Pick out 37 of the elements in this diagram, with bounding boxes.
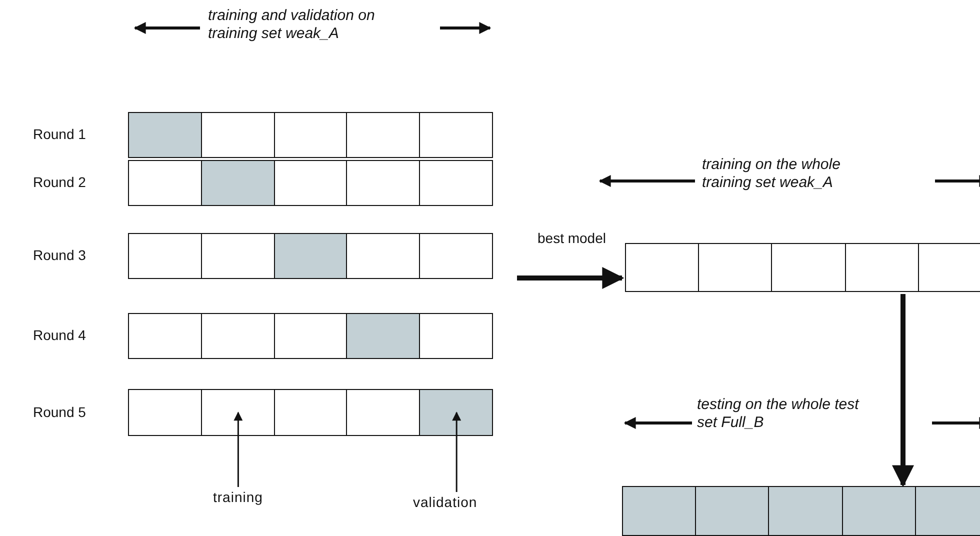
fold-bar [128,112,493,158]
validation-fold-cell [768,487,842,535]
validation-fold-cell [914,487,980,535]
validation-fold-cell [842,487,915,535]
fold-cell [274,113,346,157]
fold-cell [698,244,772,291]
fold-cell [274,314,346,358]
fold-bar [128,160,493,206]
span-label: training and validation on training set weak_A [208,7,376,43]
validation-fold-cell [622,487,696,535]
fold-bar [128,313,493,359]
round-label: Round 2 [33,174,86,190]
fold-bar [622,486,980,536]
fold-bar [128,389,493,436]
leader-label: training [213,489,263,505]
leader-label: validation [413,494,478,510]
edge-label: best model [538,230,606,246]
round-label: Round 4 [33,327,86,343]
validation-fold-cell [695,487,768,535]
fold-cell [274,390,346,435]
arrow [517,267,624,289]
leader-line [452,412,462,492]
fold-bar [625,243,980,292]
validation-fold-cell [128,113,201,157]
validation-fold-cell [419,390,492,435]
span-label: testing on the whole test set Full_B [697,396,860,432]
round-label: Round 1 [33,126,86,142]
validation-fold-cell [200,161,274,205]
arrow [892,294,914,488]
validation-fold-cell [346,314,420,358]
validation-fold-cell [274,234,346,278]
round-label: Round 3 [33,247,86,263]
leader-line [234,412,243,487]
fold-cell [274,161,346,205]
round-label: Round 5 [33,404,86,420]
fold-bar [128,233,493,279]
span-label: training on the whole training set weak_A [702,156,842,192]
